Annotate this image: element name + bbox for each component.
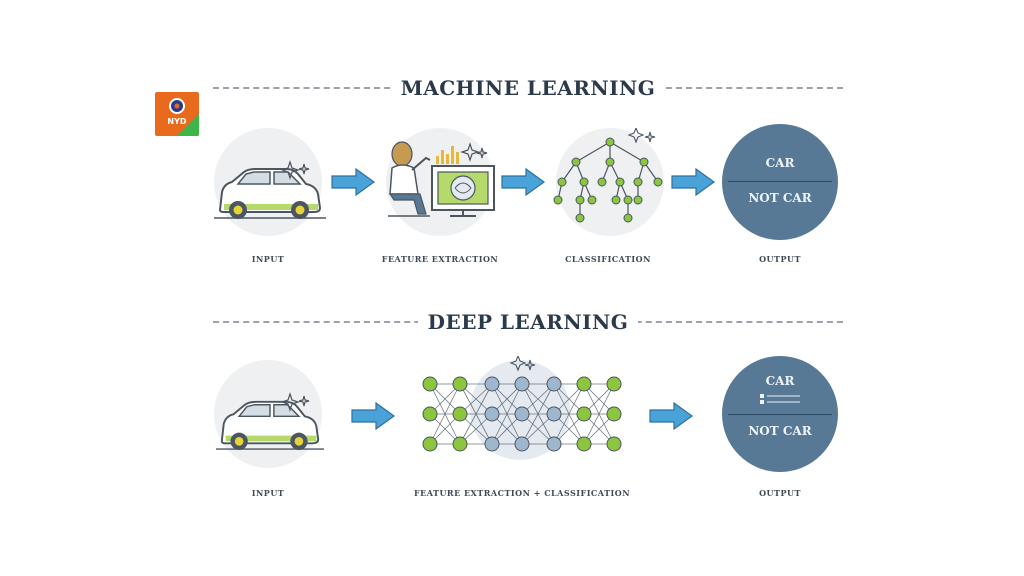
dl-output-circle: CAR NOT CAR bbox=[722, 356, 838, 472]
arrow-right-icon bbox=[330, 168, 376, 196]
network-node bbox=[484, 436, 500, 452]
ml-classification-label: CLASSIFICATION bbox=[565, 254, 651, 264]
network-node bbox=[546, 376, 562, 392]
network-node bbox=[452, 376, 468, 392]
network-node bbox=[546, 436, 562, 452]
ml-output-label: OUTPUT bbox=[759, 254, 801, 264]
logo-text: NYD bbox=[167, 117, 187, 126]
machine-learning-header: MACHINE LEARNING bbox=[213, 76, 843, 100]
network-connection bbox=[459, 383, 493, 445]
network-connection bbox=[429, 383, 461, 445]
dl-combined-label: FEATURE EXTRACTION + CLASSIFICATION bbox=[413, 488, 631, 498]
network-node bbox=[606, 406, 622, 422]
network-node bbox=[576, 406, 592, 422]
network-node bbox=[422, 406, 438, 422]
network-connection bbox=[553, 383, 585, 445]
car-icon bbox=[216, 392, 324, 456]
neural-network-icon bbox=[416, 356, 628, 468]
machine-learning-title: MACHINE LEARNING bbox=[390, 76, 666, 100]
output-divider bbox=[728, 414, 832, 415]
dl-output-label: OUTPUT bbox=[759, 488, 801, 498]
car-icon bbox=[214, 160, 326, 224]
output-car-text: CAR bbox=[765, 156, 795, 170]
network-connection bbox=[491, 383, 523, 445]
decision-tree-icon bbox=[552, 128, 668, 232]
network-node bbox=[484, 406, 500, 422]
network-node bbox=[606, 436, 622, 452]
nyd-logo: NYD bbox=[155, 92, 199, 136]
network-node bbox=[514, 406, 530, 422]
ml-feature-label: FEATURE EXTRACTION bbox=[381, 254, 499, 264]
person-analyzing-icon bbox=[380, 136, 500, 226]
output-not-car-text: NOT CAR bbox=[748, 424, 812, 438]
output-car-text: CAR bbox=[765, 374, 795, 388]
dl-input-label: INPUT bbox=[251, 488, 285, 498]
network-node bbox=[576, 436, 592, 452]
network-node bbox=[452, 406, 468, 422]
network-node bbox=[576, 376, 592, 392]
network-node bbox=[546, 406, 562, 422]
output-not-car-text: NOT CAR bbox=[748, 191, 812, 205]
network-node bbox=[484, 376, 500, 392]
network-node bbox=[452, 436, 468, 452]
sparkle-icon bbox=[282, 392, 312, 412]
ml-output-circle: CAR NOT CAR bbox=[722, 124, 838, 240]
arrow-right-icon bbox=[648, 402, 694, 430]
network-node bbox=[422, 376, 438, 392]
network-node bbox=[514, 436, 530, 452]
ml-input-label: INPUT bbox=[251, 254, 285, 264]
network-connection bbox=[521, 383, 555, 445]
network-node bbox=[422, 436, 438, 452]
network-connection bbox=[583, 383, 615, 445]
network-node bbox=[514, 376, 530, 392]
arrow-right-icon bbox=[350, 402, 396, 430]
checklist-icon bbox=[760, 392, 800, 410]
network-node bbox=[606, 376, 622, 392]
logo-emblem-icon bbox=[169, 98, 199, 136]
arrow-right-icon bbox=[670, 168, 716, 196]
output-divider bbox=[728, 181, 832, 182]
deep-learning-title: DEEP LEARNING bbox=[417, 310, 639, 334]
deep-learning-header: DEEP LEARNING bbox=[213, 310, 843, 334]
arrow-right-icon bbox=[500, 168, 546, 196]
sparkle-icon bbox=[282, 160, 312, 180]
